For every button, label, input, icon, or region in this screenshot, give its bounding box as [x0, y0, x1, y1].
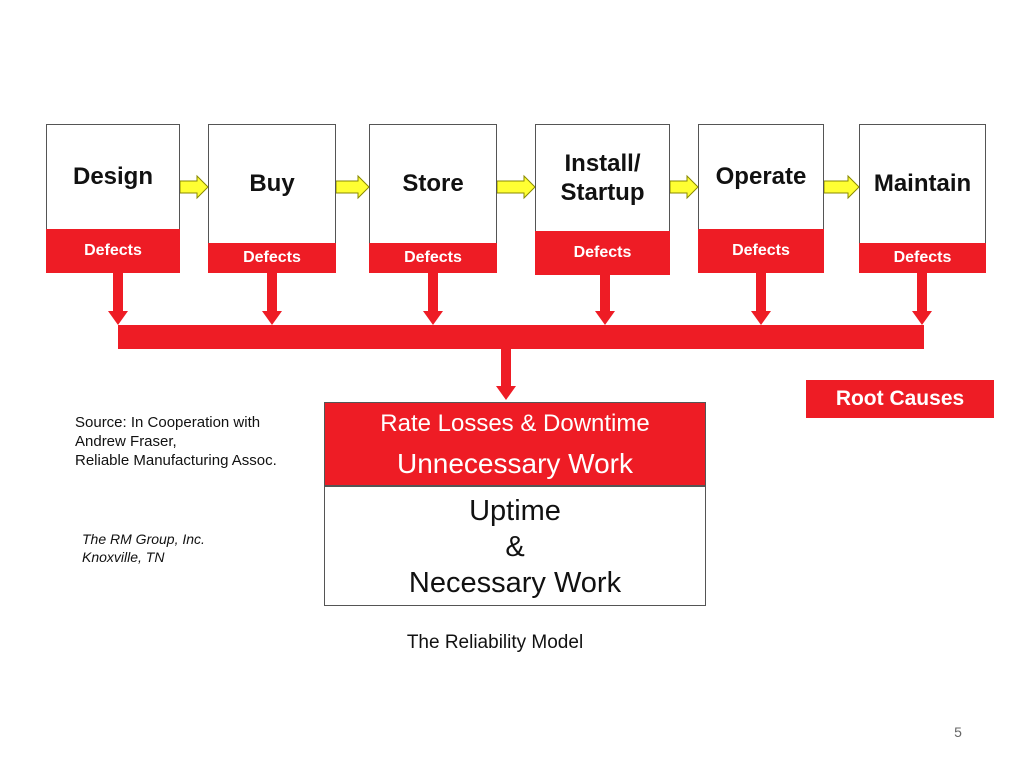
uptime-label: Uptime — [469, 495, 561, 527]
root-causes-label: Root Causes — [806, 380, 994, 418]
flow-arrow-2 — [335, 174, 370, 200]
diagram-caption: The Reliability Model — [406, 632, 584, 653]
ampersand-label: & — [505, 531, 525, 563]
defects-label-store: Defects — [369, 243, 497, 273]
defects-label-operate: Defects — [698, 229, 824, 273]
stage-design-label: Design — [72, 163, 153, 190]
rate-losses-downtime-label: Rate Losses & Downtime — [380, 410, 650, 437]
stage-design-box: Design Defects — [46, 124, 180, 273]
stage-store-label: Store — [402, 170, 464, 197]
source-line-3: Reliable Manufacturing Assoc. — [75, 452, 277, 469]
defects-label-design: Defects — [46, 229, 180, 273]
necessary-work-label: Necessary Work — [408, 567, 622, 599]
defect-drop-arrow-4 — [595, 275, 615, 325]
source-line-2: Andrew Fraser, — [75, 433, 177, 450]
stage-maintain-label: Maintain — [873, 170, 972, 197]
defects-label-maintain: Defects — [859, 243, 986, 273]
stage-maintain-box: Maintain Defects — [859, 124, 986, 273]
defect-drop-arrow-1 — [108, 273, 128, 325]
credit-line-2: Knoxville, TN — [82, 549, 165, 565]
credit-line-1: The RM Group, Inc. — [82, 531, 205, 547]
defects-label-buy: Defects — [208, 243, 336, 273]
uptime-box: Uptime & Necessary Work — [324, 486, 706, 606]
page-number: 5 — [954, 724, 962, 740]
stage-buy-label: Buy — [249, 170, 295, 197]
credit-note: The RM Group, Inc. Knoxville, TN — [82, 530, 205, 566]
losses-box: Rate Losses & Downtime Unnecessary Work — [324, 402, 706, 486]
result-down-arrow — [496, 349, 516, 400]
stage-buy-box: Buy Defects — [208, 124, 336, 273]
defect-drop-arrow-2 — [262, 273, 282, 325]
defects-label-install-startup: Defects — [535, 231, 670, 275]
stage-store-box: Store Defects — [369, 124, 497, 273]
stage-install-startup-label: Install/ Startup — [560, 150, 645, 206]
source-line-1: Source: In Cooperation with — [75, 414, 261, 431]
flow-arrow-1 — [179, 174, 209, 200]
defects-collector-bar — [118, 325, 924, 349]
defect-drop-arrow-6 — [912, 273, 932, 325]
unnecessary-work-label: Unnecessary Work — [396, 448, 633, 479]
flow-arrow-5 — [823, 174, 860, 200]
stage-operate-label: Operate — [715, 163, 807, 190]
defect-drop-arrow-5 — [751, 273, 771, 325]
stage-operate-box: Operate Defects — [698, 124, 824, 273]
source-note: Source: In Cooperation with Andrew Frase… — [75, 413, 277, 470]
flow-arrow-4 — [669, 174, 699, 200]
defect-drop-arrow-3 — [423, 273, 443, 325]
stage-install-startup-box: Install/ Startup Defects — [535, 124, 670, 275]
flow-arrow-3 — [496, 174, 536, 200]
